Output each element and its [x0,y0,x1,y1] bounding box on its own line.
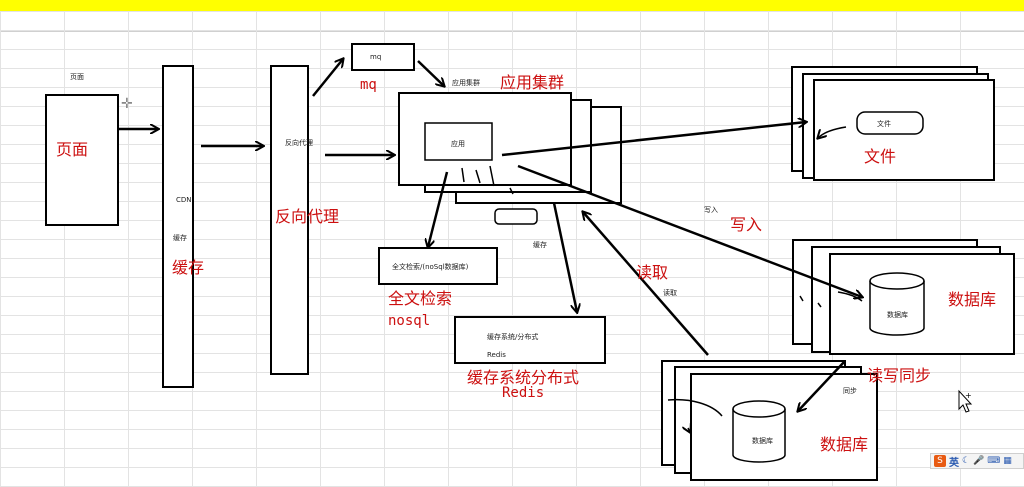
cluster-big-label: 应用集群 [500,73,564,92]
cluster-cache-box [494,208,538,225]
ime-language-toggle[interactable]: 英 [949,457,959,469]
ime-toolbar[interactable]: S 英 ☾ 🎤 ⌨ ▦ [930,453,1024,469]
dbbot-small-label: 数据库 [752,436,773,445]
mq-box [351,43,415,71]
moon-icon[interactable]: ☾ [962,456,971,466]
node-database-bottom: 数据库 数据库 [661,360,878,481]
node-cache-system: 缓存系统/分布式 Redis 缓存系统分布式 Redis [454,316,606,401]
search-box [378,247,498,285]
node-page: 页面 页面 [45,73,119,226]
crosshair-icon: ✛ [121,96,133,112]
proxy-small-label: 反向代理 [285,138,313,147]
toolbar-strip [0,0,1024,11]
node-reverse-proxy: 反向代理 反向代理 [270,65,339,375]
dbtop-cylinder-top [869,272,925,290]
cursor-icon [958,389,973,413]
cache-sys-big-label: 缓存系统分布式 [467,368,579,387]
app-inner-box [424,122,493,161]
microphone-icon[interactable]: 🎤 [973,456,985,466]
cache-sys-small-label-2: Redis [487,351,506,359]
edge-write-small-label: 写入 [704,206,718,214]
proxy-big-label: 反向代理 [275,207,339,226]
edge-write-big-label: 写入 [730,215,762,234]
edge-proxy-to-mq [312,59,343,97]
edge-cluster-to-search [428,171,449,247]
cdn-small-label: CDN [176,196,192,204]
node-file-storage: 文件 文件 [791,66,995,181]
node-database-top: 数据库 数据库 [792,239,1015,355]
dbbot-cylinder-top [732,400,786,418]
cache-sys-box [454,316,606,364]
edge-cluster-to-file [501,122,806,157]
edge-read-from-db [583,212,709,356]
node-cdn-cache: CDN 缓存 缓存 [162,65,204,388]
edge-read-big-label: 读取 [636,263,668,282]
mq-small-label: mq [370,53,381,61]
dbtop-small-label: 数据库 [887,310,908,319]
cdn-box [162,65,194,388]
page-box [45,94,119,226]
file-big-label: 文件 [864,147,896,166]
file-small-label: 文件 [877,119,891,128]
edge-sync-big-label: 读写同步 [867,366,931,385]
file-inner-box [856,111,924,135]
cache-sys-small-label: 缓存系统/分布式 [487,332,538,341]
edge-sync-small-label: 同步 [843,387,857,395]
search-big-label-2: nosql [388,313,430,329]
edge-cluster-dashes [461,165,514,195]
grid-icon[interactable]: ▦ [1003,456,1012,466]
node-app-cluster: 应用 应用集群 应用集群 缓存 [398,73,622,249]
edges [118,59,862,411]
node-mq: mq mq [351,43,415,93]
keyboard-icon[interactable]: ⌨ [987,456,1001,466]
dbbot-inner-arrow [667,398,723,432]
edge-mq-to-cluster [417,60,444,86]
dbtop-inner-ticks [799,291,863,308]
page-small-label: 页面 [70,73,84,81]
mq-big-label: mq [360,77,377,93]
cluster-small-label: 应用集群 [452,78,480,87]
cache-sys-big-label-2: Redis [502,385,544,401]
edge-write-to-db [517,164,862,297]
proxy-box [270,65,309,375]
cdn-small-label-2: 缓存 [173,233,187,242]
dbtop-cylinder-body [869,281,925,336]
dbtop-big-label: 数据库 [948,290,996,309]
cdn-big-label: 缓存 [172,258,204,277]
app-inner-label: 应用 [451,139,465,148]
search-big-label: 全文检索 [388,289,452,308]
sogou-logo-icon: S [934,455,946,467]
dbbot-cylinder-body [732,409,786,463]
node-fulltext-search: 全文检索/(noSql数据库) 全文检索 nosql [378,247,498,329]
file-inner-arrow [818,126,847,138]
page-big-label: 页面 [56,140,88,159]
dbbot-big-label: 数据库 [820,435,868,454]
edge-cluster-to-cache [552,202,577,312]
cluster-cache-label: 缓存 [533,240,547,249]
edge-read-small-label: 读取 [663,288,677,297]
search-small-label: 全文检索/(noSql数据库) [392,262,469,271]
cursor-plus-icon: + [965,391,972,400]
edge-sync-db [798,360,846,411]
